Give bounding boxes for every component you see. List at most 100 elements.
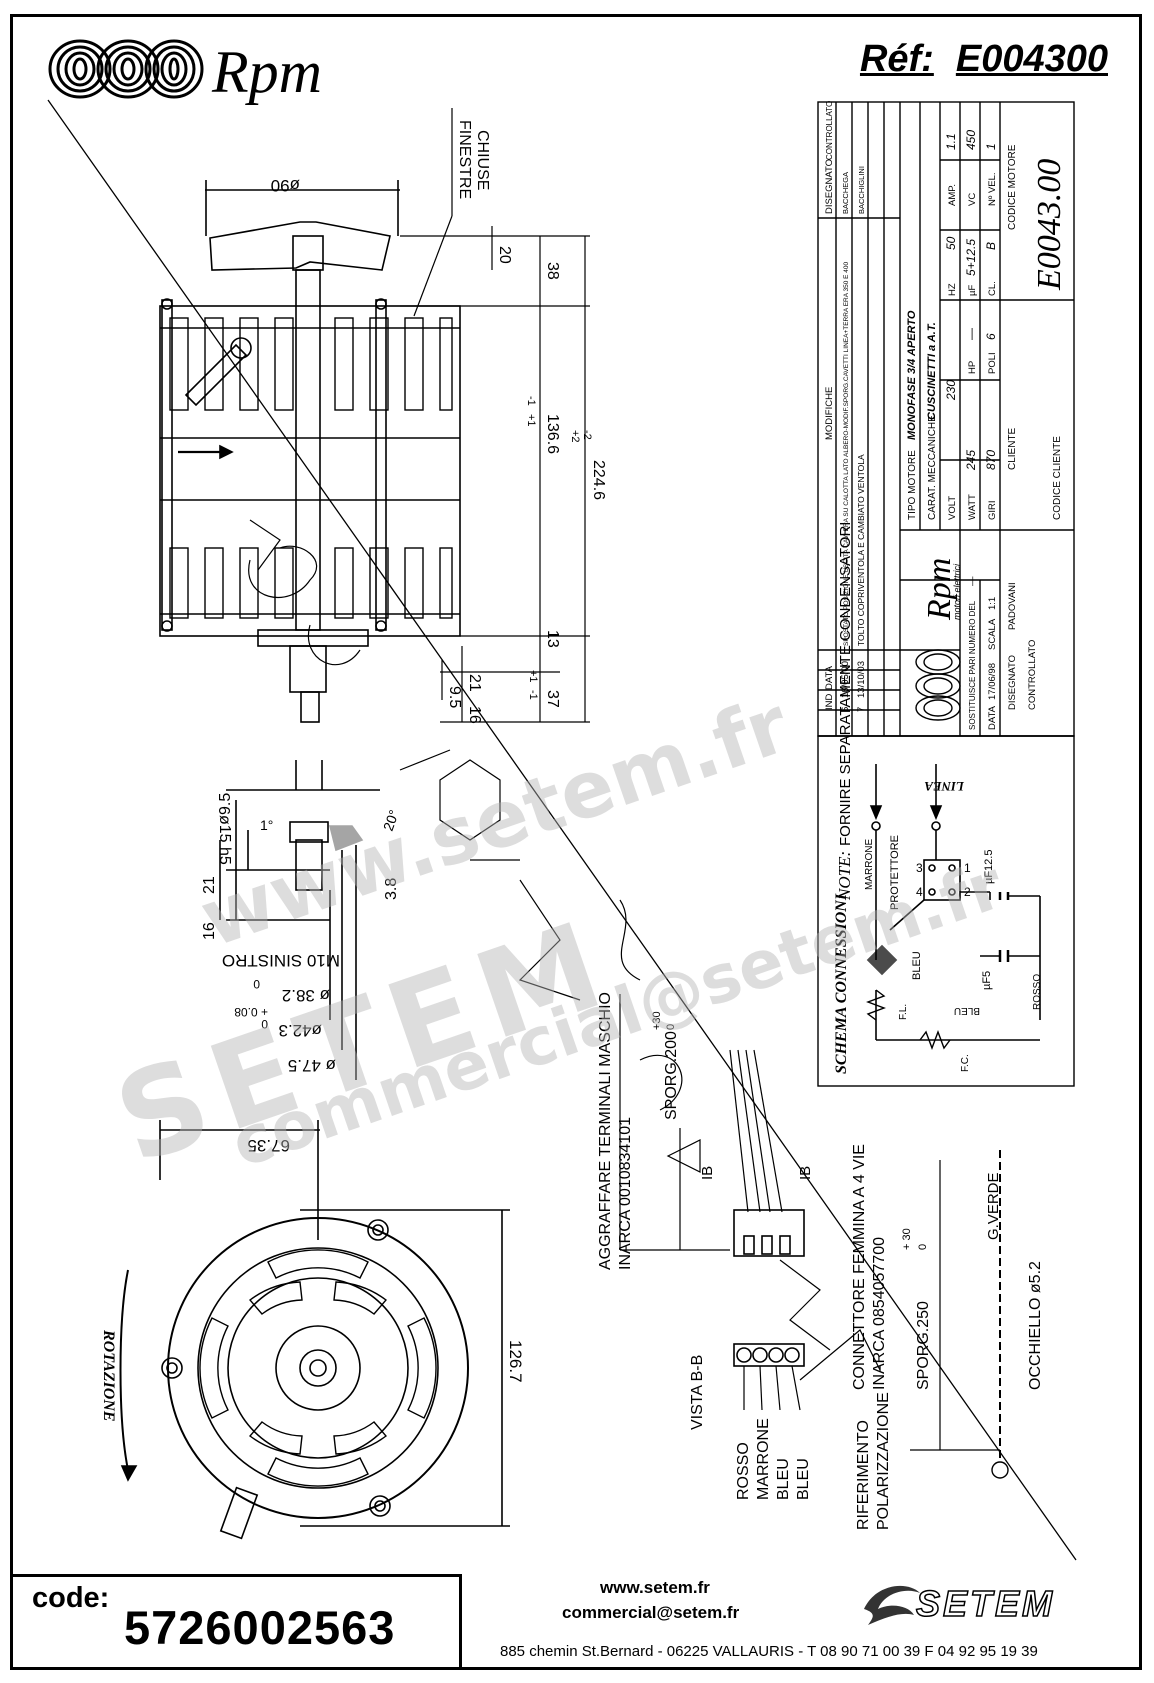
sporg-250: SPORG.250 [915,1301,932,1390]
dim-136-tol-dn: -1 [525,396,537,406]
rev-data-header: DATA [824,665,835,690]
schema-protettore: PROTETTORE [889,835,901,910]
sostituisce-label: SOSTITUISCE PARI NUMERO DEL [968,600,977,730]
schema-fl: F.L. [898,1004,909,1020]
data-value: 17/06/98 [987,663,998,700]
vc-label: VC [967,193,978,206]
rev-7-by: BACCHIGLINI [857,166,866,214]
dim-37: 37 [544,690,561,708]
tipo-motore: MONOFASE 3/4 APERTO [906,310,918,440]
angle-1: 1° [260,817,273,833]
dim-16: 16 [466,706,483,724]
footer-website-link[interactable]: www.setem.fr [600,1578,710,1597]
angle-20: 20° [380,808,402,833]
schema-cap2: µF5 [981,971,993,990]
rev-6-ind: 6 [840,707,851,712]
dim-38: 38 [544,262,561,280]
carat-value: CUSCINETTI a A.T. [926,322,938,420]
plug-view [733,1343,805,1367]
schema-t3: 3 [916,861,923,875]
schema-t1: 1 [964,861,971,875]
dim-37-tol-up: +1 [527,670,539,683]
cl-label: CL. [987,281,998,296]
hz-value: 50 [944,236,958,250]
code-box [10,1574,462,1670]
disegnato-value: PADOVANI [1007,582,1018,630]
schema-linea: LINEA [924,779,965,794]
dim-136-tol-up: +1 [525,414,537,427]
shaft [295,269,321,631]
rev-7-ind: 7 [856,707,867,712]
data-label: DATA [987,705,998,730]
sostituisce-value: — [967,576,978,586]
rev-modifiche-header: MODIFICHE [824,387,835,440]
footer-email-link[interactable]: commercial@setem.fr [562,1603,740,1622]
reference-code: Réf:E004300 [860,38,1108,81]
diagonal-strike [47,99,1077,1561]
poli-label: POLI [987,352,998,374]
rev-ind-header: IND [824,694,835,711]
carat-label: CARAT. MECCANICHE [927,415,938,520]
shaft-tip [300,691,320,723]
cl-value: B [984,242,998,250]
fan-hub [292,235,324,271]
label-finestre: FINESTRE [456,120,473,199]
controllato-label: CONTROLLATO [1027,640,1038,710]
rev-6-by: BACCHEGA [841,172,850,214]
dim-21b: 21 [201,876,218,894]
schema-cap1: µF12.5 [983,850,995,884]
disegnato-label: DISEGNATO [1007,655,1018,710]
schema-bleu2: BLEU [954,1005,980,1016]
schema-rosso: ROSSO [1032,974,1043,1010]
dim-37-tol-dn: -1 [527,690,539,700]
watt-value: 245 [964,450,978,471]
cliente-label: CLIENTE [1007,427,1018,470]
aggraffare-2: INARCA 0010834101 [617,1117,634,1270]
dim-dia-42-tol: + 0.08 [234,1005,268,1019]
wire-rosso: ROSSO [735,1442,752,1500]
shaft-thread: M10 SINISTRO [222,951,340,970]
sporg-200-tol-up: +30 [651,1011,663,1030]
connector-body [733,1209,805,1257]
codice-motore: E0043.00 [1031,159,1068,291]
uf-label: µF [967,285,978,296]
giri-value: 870 [984,450,998,470]
dim-20: 20 [496,246,513,264]
shaft-detail: ø15 h5 9.5 21 16 3.8 1° 20° M10 SINISTRO… [201,749,520,1080]
page-frame [10,14,1142,1670]
schema-fc: F.C. [960,1054,971,1072]
ib-label-2: IB [797,1166,814,1180]
rev-7-date: 13/10/03 [856,661,867,698]
dim-21: 21 [466,674,483,692]
sporg-200-tol-dn: 0 [665,1024,677,1030]
title-block: IND DATA MODIFICHE DISEGNATO CONTROLLATO… [817,101,1075,737]
rev-7-text: TOLTO COPRIVENTOLA E CAMBIATO VENTOLA [856,454,866,646]
riferimento-1: RIFERIMENTO [855,1420,872,1530]
scala-value: 1:1 [987,597,998,610]
dim-67: 67.35 [247,1136,290,1155]
reference-label: Réf: [859,38,934,80]
label-occhiello: OCCHIELLO ø5.2 [1027,1261,1044,1390]
poli-value: 6 [984,333,998,340]
amp-value: 1.1 [944,133,958,150]
label-rotazione: ROTAZIONE [100,1329,117,1422]
ib-label-1: IB [699,1166,716,1180]
dim-dia-38: ø 38.2 [282,986,330,1005]
dim-9-5: 9.5 [446,686,463,708]
schema-bleu: BLEU [911,951,923,980]
dim-13: 13 [544,630,561,648]
volt-value: 230 [944,380,958,401]
rev-6-text: SPOSTATO POSIZIONE USCITA CAVI ERA SU CA… [843,261,850,646]
rev-disegnato-header: DISEGNATO [824,159,835,214]
vista-b-b: VISTA B-B [689,1355,706,1430]
title-block-brand-sub: motori elettrici [952,563,962,620]
dim-224: 224.6 [590,460,607,500]
note-label: NOTE: [835,851,854,901]
footer-address: 885 chemin St.Bernard - 06225 VALLAURIS … [500,1643,1038,1660]
setem-logo-text: SETEM [915,1582,1056,1625]
amp-label: AMP. [947,184,958,206]
wire-bleu-2: BLEU [795,1458,812,1500]
vc-value: 450 [964,130,978,150]
label-gverde: G.VERDE [985,1172,1002,1240]
